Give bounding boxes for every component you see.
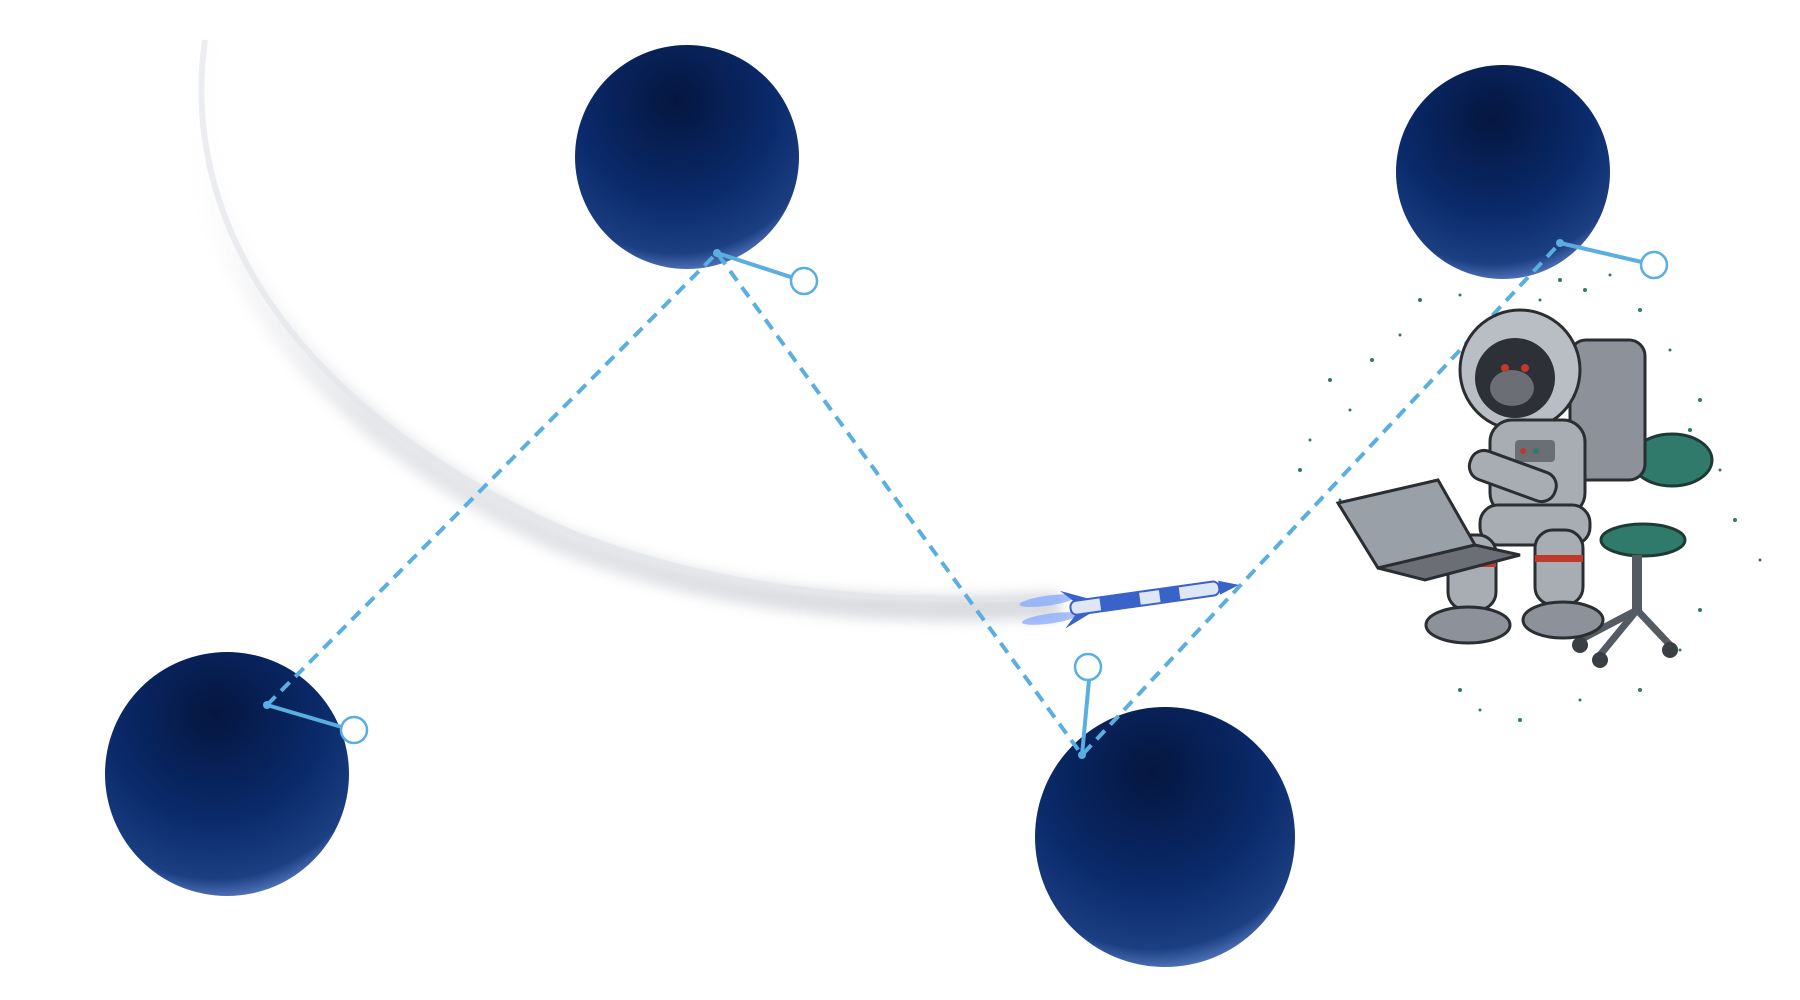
astronaut-ape-icon — [1424, 308, 1647, 645]
planet-top-right — [1396, 65, 1610, 279]
planet-top-center — [575, 45, 799, 269]
pin-bottom-center[interactable] — [1073, 652, 1103, 759]
planet-bottom-left — [105, 652, 349, 896]
pin-top-center[interactable] — [713, 249, 819, 296]
laptop-icon — [1335, 478, 1521, 582]
pin-bottom-left[interactable] — [263, 701, 369, 745]
rocket-trail — [182, 37, 1061, 622]
space-dust — [1298, 273, 1762, 722]
pin-top-right[interactable] — [1556, 239, 1669, 280]
planet-bottom-center — [1035, 707, 1295, 967]
rocket-icon — [1019, 580, 1239, 629]
path-connector — [265, 241, 1562, 759]
